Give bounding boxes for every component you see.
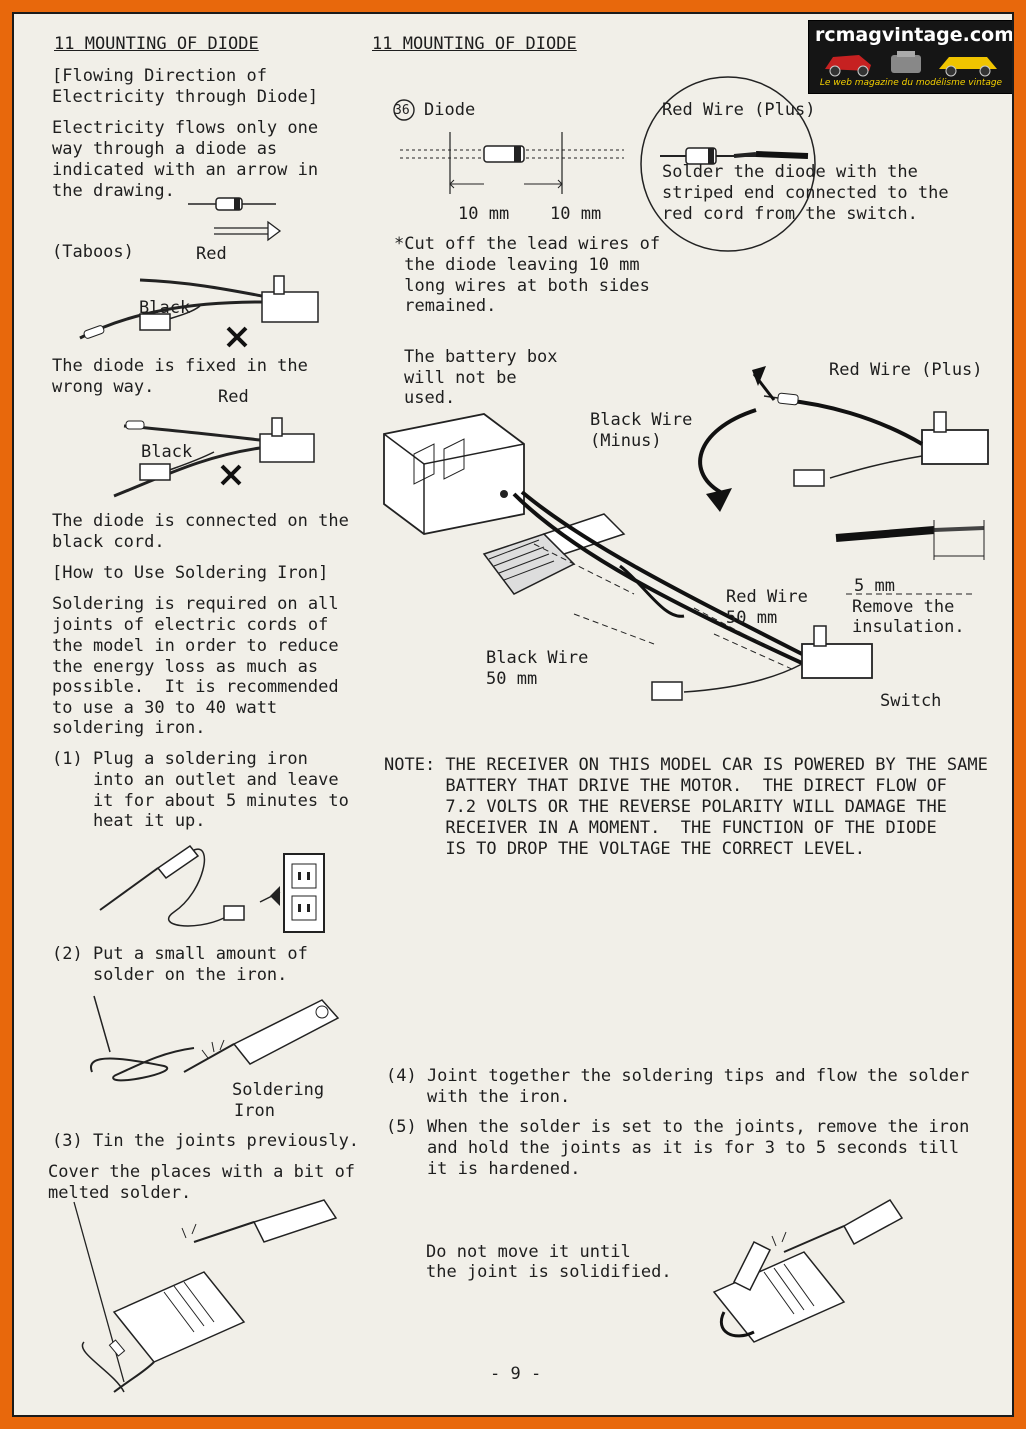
solder-text-line-5: possible. It is recommended bbox=[52, 677, 339, 697]
black-wire-50-line-1: Black Wire bbox=[486, 648, 589, 668]
solder-on-iron-illustration bbox=[89, 995, 340, 1082]
cut-note-line-3: long wires at both sides bbox=[394, 276, 650, 296]
red-wire-50-line-1: Red Wire bbox=[726, 587, 808, 607]
wrong-1-line-2: wrong way. bbox=[52, 377, 155, 397]
solder-text-line-1: Soldering is required on all bbox=[52, 594, 339, 614]
tinning-joints-illustration bbox=[73, 1199, 338, 1393]
note-line-5: IS TO DROP THE VOLTAGE THE CORRECT LEVEL… bbox=[384, 839, 866, 859]
upper-red-wire-plus-label: Red Wire (Plus) bbox=[829, 360, 983, 380]
soldering-iron-label-1: Soldering bbox=[232, 1080, 325, 1100]
red-label-2: Red bbox=[218, 387, 249, 407]
cover-line-2: melted solder. bbox=[48, 1183, 192, 1203]
cut-note-line-1: *Cut off the lead wires of bbox=[394, 234, 661, 254]
battery-switch-wiring-illustration bbox=[383, 366, 989, 701]
step-1-line-3: it for about 5 minutes to bbox=[52, 791, 349, 811]
wrong-diode-switch-illustration-1 bbox=[79, 275, 319, 348]
step-1-line-1: (1) Plug a soldering iron bbox=[52, 749, 308, 769]
iron-plugged-into-outlet-illustration bbox=[99, 844, 325, 933]
cut-note-line-2: the diode leaving 10 mm bbox=[394, 255, 640, 275]
step-3: (3) Tin the joints previously. bbox=[52, 1131, 360, 1151]
step-1-line-4: heat it up. bbox=[52, 811, 206, 831]
part-number-circle-icon bbox=[393, 99, 415, 121]
flow-title-line-1: [Flowing Direction of bbox=[52, 66, 267, 86]
soldering-title: [How to Use Soldering Iron] bbox=[52, 563, 329, 583]
black-wire-minus-line-2: (Minus) bbox=[590, 431, 662, 451]
step-1-line-2: into an outlet and leave bbox=[52, 770, 339, 790]
diode-detail-circle bbox=[640, 76, 816, 252]
circle-text-line-3: red cord from the switch. bbox=[662, 204, 918, 224]
flow-text-line-3: indicated with an arrow in bbox=[52, 160, 319, 180]
flow-title-line-2: Electricity through Diode] bbox=[52, 87, 319, 107]
manual-page: rcmagvintage.com Le web magazine du modé… bbox=[12, 12, 1014, 1417]
rc-car-logo-icon bbox=[825, 51, 997, 77]
diode-flow-arrow-illustration bbox=[188, 197, 282, 242]
solder-text-line-7: soldering iron. bbox=[52, 718, 206, 738]
note-line-1: NOTE: THE RECEIVER ON THIS MODEL CAR IS … bbox=[384, 755, 988, 775]
cover-line-1: Cover the places with a bit of bbox=[48, 1162, 356, 1182]
dont-move-line-2: the joint is solidified. bbox=[426, 1262, 672, 1282]
step-2-line-2: solder on the iron. bbox=[52, 965, 288, 985]
left-section-heading: 11 MOUNTING OF DIODE bbox=[54, 34, 259, 54]
part-number: 36 bbox=[394, 103, 410, 118]
black-label-2: Black bbox=[141, 442, 193, 462]
wrong-diode-switch-illustration-2 bbox=[113, 417, 315, 498]
wrong-2-line-2: black cord. bbox=[52, 532, 165, 552]
strip-instruction-line-2: insulation. bbox=[852, 617, 965, 637]
wrong-1-line-1: The diode is fixed in the bbox=[52, 356, 308, 376]
note-line-3: 7.2 VOLTS OR THE REVERSE POLARITY WILL D… bbox=[384, 797, 947, 817]
wrong-2-line-1: The diode is connected on the bbox=[52, 511, 349, 531]
battery-note-line-1: The battery box bbox=[404, 347, 558, 367]
solder-text-line-6: to use a 30 to 40 watt bbox=[52, 698, 278, 718]
strip-instruction-line-1: Remove the bbox=[852, 597, 955, 617]
note-line-2: BATTERY THAT DRIVE THE MOTOR. THE DIRECT… bbox=[384, 776, 947, 796]
battery-note-line-2: will not be bbox=[404, 368, 517, 388]
site-name: rcmagvintage.com bbox=[815, 24, 1014, 46]
step-4-line-2: with the iron. bbox=[386, 1087, 571, 1107]
soldering-iron-label-2: Iron bbox=[234, 1101, 275, 1121]
battery-note-line-3: used. bbox=[404, 388, 456, 408]
dimension-a-label: 10 mm bbox=[458, 204, 510, 224]
step-4-line-1: (4) Joint together the soldering tips an… bbox=[386, 1066, 970, 1086]
site-tagline: Le web magazine du modélisme vintage bbox=[819, 78, 1003, 88]
black-wire-minus-line-1: Black Wire bbox=[590, 410, 693, 430]
black-wire-50-line-2: 50 mm bbox=[486, 669, 538, 689]
dont-move-line-1: Do not move it until bbox=[426, 1242, 631, 1262]
circle-text-line-2: striped end connected to the bbox=[662, 183, 949, 203]
flow-text-line-4: the drawing. bbox=[52, 181, 175, 201]
solder-text-line-3: the model in order to reduce bbox=[52, 636, 339, 656]
cut-note-line-4: remained. bbox=[394, 296, 497, 316]
circle-text-line-1: Solder the diode with the bbox=[662, 162, 918, 182]
note-line-4: RECEIVER IN A MOMENT. THE FUNCTION OF TH… bbox=[384, 818, 937, 838]
step-2-line-1: (2) Put a small amount of bbox=[52, 944, 308, 964]
right-section-heading: 11 MOUNTING OF DIODE bbox=[372, 34, 577, 54]
red-label-1: Red bbox=[196, 244, 227, 264]
strip-length-label: 5 mm bbox=[854, 576, 895, 596]
diode-lead-dimension-illustration bbox=[400, 132, 624, 194]
joining-joints-illustration bbox=[712, 1199, 904, 1343]
red-wire-50-line-2: 50 mm bbox=[726, 608, 778, 628]
switch-label: Switch bbox=[880, 691, 942, 711]
site-logo-badge: rcmagvintage.com Le web magazine du modé… bbox=[808, 20, 1014, 94]
taboos-label: (Taboos) bbox=[52, 242, 134, 262]
solder-text-line-2: joints of electric cords of bbox=[52, 615, 329, 635]
flow-text-line-1: Electricity flows only one bbox=[52, 118, 319, 138]
solder-text-line-4: the energy loss as much as bbox=[52, 657, 319, 677]
step-5-line-1: (5) When the solder is set to the joints… bbox=[386, 1117, 970, 1137]
step-5-line-3: it is hardened. bbox=[386, 1159, 581, 1179]
diode-part-label: Diode bbox=[424, 100, 476, 120]
page-number: - 9 - bbox=[490, 1364, 542, 1384]
dimension-b-label: 10 mm bbox=[550, 204, 602, 224]
step-5-line-2: and hold the joints as it is for 3 to 5 … bbox=[386, 1138, 960, 1158]
circle-red-wire-label: Red Wire (Plus) bbox=[662, 100, 816, 120]
flow-text-line-2: way through a diode as bbox=[52, 139, 278, 159]
